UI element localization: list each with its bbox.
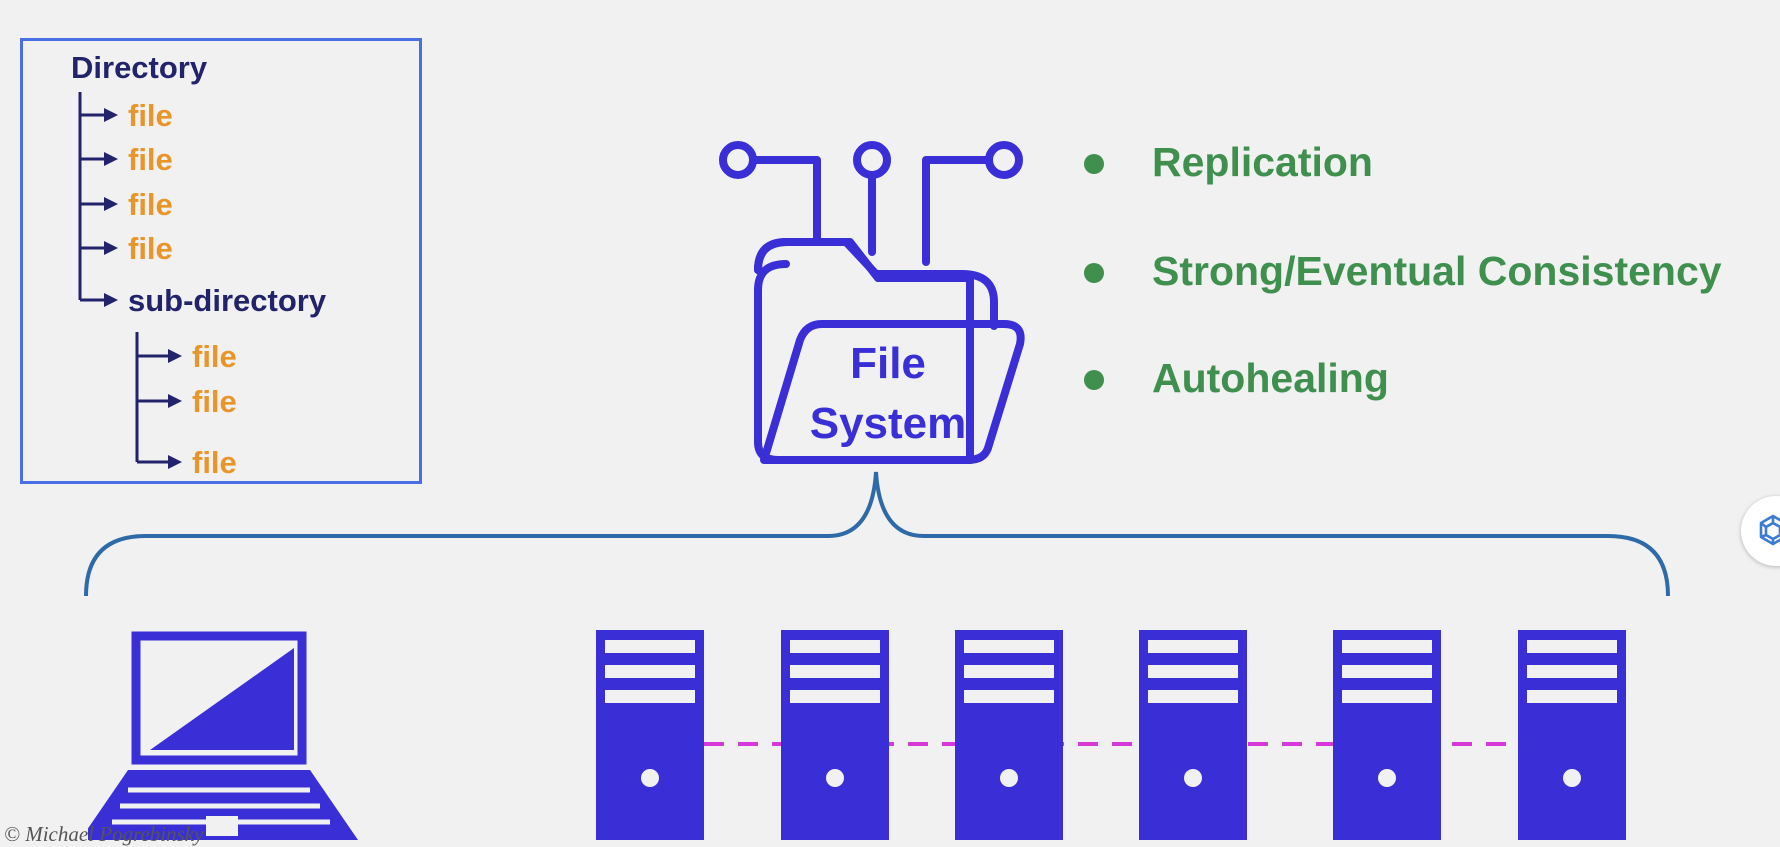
feature-item: Replication <box>1152 139 1373 185</box>
tree-file: file <box>128 142 173 177</box>
directory-tree-panel: Directory file file file file sub-direct… <box>20 38 422 484</box>
tree-file: file <box>128 187 173 222</box>
laptop-icon <box>88 631 358 840</box>
feature-item: Strong/Eventual Consistency <box>1152 248 1722 294</box>
file-system-label-line2: System <box>809 399 967 448</box>
tree-file: file <box>128 231 173 266</box>
server-icon <box>1333 630 1441 840</box>
tree-subdir-label: sub-directory <box>128 283 327 318</box>
server-icon <box>1139 630 1247 840</box>
feature-bullet <box>1084 154 1104 174</box>
tree-subfile: file <box>192 339 237 374</box>
server-icon <box>596 630 704 840</box>
openai-icon <box>1759 514 1780 546</box>
tree-file: file <box>128 98 173 133</box>
server-icon <box>781 630 889 840</box>
file-system-icon <box>719 141 1025 464</box>
server-icon <box>1518 630 1626 840</box>
tree-connectors <box>78 92 182 469</box>
file-system-label-line1: File <box>850 339 926 388</box>
feature-bullet <box>1084 370 1104 390</box>
tree-root-label: Directory <box>71 50 208 85</box>
server-icon <box>955 630 1063 840</box>
tree-subfile: file <box>192 445 237 480</box>
feature-bullet <box>1084 263 1104 283</box>
tree-subfile: file <box>192 384 237 419</box>
copyright-text: © Michael Pogrebinsky <box>4 822 204 846</box>
feature-item: Autohealing <box>1152 355 1389 401</box>
circuit-icon <box>719 141 1023 266</box>
